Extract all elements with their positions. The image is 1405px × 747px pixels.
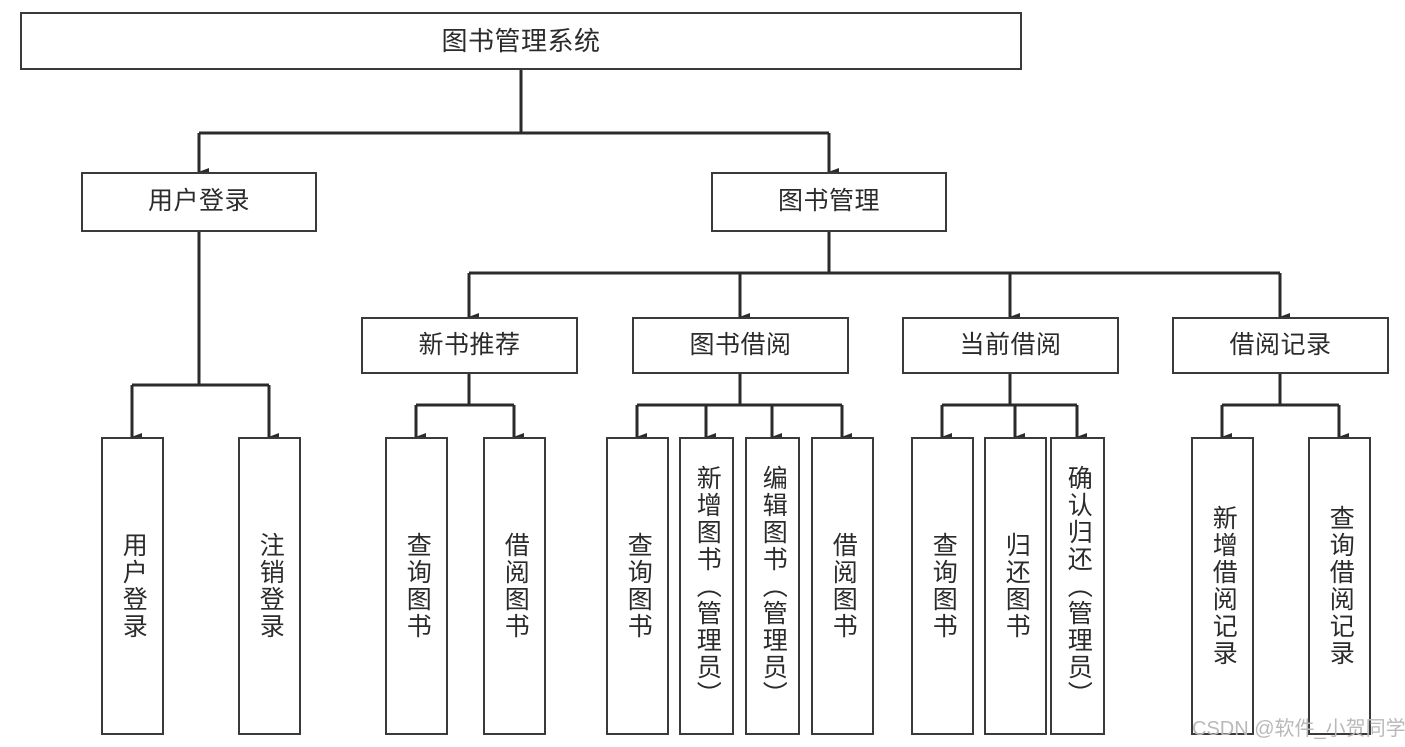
node-label-leaf-borrow-book-2: 借阅图书 — [829, 532, 858, 640]
node-label-user-login: 用户登录 — [147, 187, 250, 216]
node-label-current-borrow: 当前借阅 — [959, 330, 1062, 359]
node-book-manage[interactable]: 图书管理 — [711, 172, 947, 232]
node-leaf-return-book[interactable]: 归还图书 — [984, 437, 1047, 735]
node-leaf-confirm-return-admin[interactable]: 确认归还（管理员） — [1050, 437, 1105, 735]
node-leaf-borrow-book-2[interactable]: 借阅图书 — [811, 437, 874, 735]
node-leaf-user-login[interactable]: 用户登录 — [101, 437, 164, 735]
node-new-book-recommend[interactable]: 新书推荐 — [361, 317, 578, 374]
node-label-leaf-query-book-3: 查询图书 — [929, 532, 958, 640]
node-user-login[interactable]: 用户登录 — [81, 172, 317, 232]
node-label-leaf-logout-login: 注销登录 — [256, 532, 285, 640]
node-leaf-add-book-admin[interactable]: 新增图书（管理员） — [679, 437, 734, 735]
node-label-borrow-record: 借阅记录 — [1229, 330, 1332, 359]
node-borrow-record[interactable]: 借阅记录 — [1172, 317, 1389, 374]
node-label-root: 图书管理系统 — [441, 25, 601, 56]
node-label-leaf-confirm-return-admin: 确认归还（管理员） — [1064, 464, 1093, 708]
node-label-leaf-add-borrow-record: 新增借阅记录 — [1209, 505, 1238, 667]
node-label-leaf-return-book: 归还图书 — [1002, 532, 1031, 640]
node-leaf-query-borrow-record[interactable]: 查询借阅记录 — [1308, 437, 1371, 735]
node-label-book-manage: 图书管理 — [777, 187, 880, 216]
node-leaf-edit-book-admin[interactable]: 编辑图书（管理员） — [745, 437, 800, 735]
node-label-book-borrow: 图书借阅 — [689, 330, 792, 359]
node-leaf-logout-login[interactable]: 注销登录 — [238, 437, 301, 735]
node-leaf-borrow-book-1[interactable]: 借阅图书 — [483, 437, 546, 735]
node-label-leaf-query-book-1: 查询图书 — [403, 532, 432, 640]
node-root[interactable]: 图书管理系统 — [20, 12, 1022, 70]
node-label-new-book-recommend: 新书推荐 — [418, 330, 521, 359]
node-leaf-query-book-3[interactable]: 查询图书 — [911, 437, 974, 735]
node-leaf-add-borrow-record[interactable]: 新增借阅记录 — [1191, 437, 1254, 735]
node-book-borrow[interactable]: 图书借阅 — [632, 317, 849, 374]
node-current-borrow[interactable]: 当前借阅 — [902, 317, 1119, 374]
node-leaf-query-book-2[interactable]: 查询图书 — [606, 437, 669, 735]
node-label-leaf-borrow-book-1: 借阅图书 — [501, 532, 530, 640]
node-leaf-query-book-1[interactable]: 查询图书 — [385, 437, 448, 735]
connector-paths — [130, 70, 1350, 442]
node-label-leaf-add-book-admin: 新增图书（管理员） — [693, 464, 722, 708]
node-label-leaf-user-login: 用户登录 — [119, 532, 148, 640]
node-label-leaf-edit-book-admin: 编辑图书（管理员） — [759, 464, 788, 708]
node-label-leaf-query-borrow-record: 查询借阅记录 — [1326, 505, 1355, 667]
node-label-leaf-query-book-2: 查询图书 — [624, 532, 653, 640]
